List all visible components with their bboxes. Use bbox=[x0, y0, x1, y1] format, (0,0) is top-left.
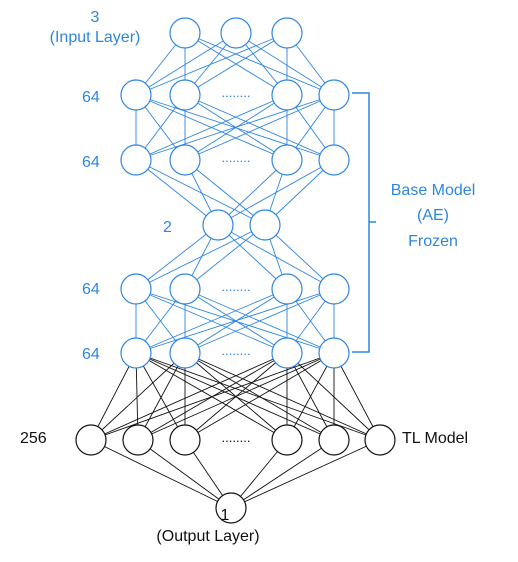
decoder-layer2-size: 64 bbox=[82, 346, 100, 363]
tl-connection bbox=[333, 352, 381, 441]
base-connection bbox=[135, 32, 288, 96]
input-layer-node-2 bbox=[220, 17, 252, 49]
tl-connection bbox=[286, 352, 335, 441]
base-connection bbox=[184, 224, 266, 290]
neuron-nodes bbox=[75, 17, 396, 524]
decoder1-layer-node-1 bbox=[120, 273, 152, 305]
base-connection bbox=[235, 32, 335, 96]
tl-layer-node-4 bbox=[271, 424, 303, 456]
base-connection bbox=[264, 224, 335, 290]
tl-connection bbox=[135, 352, 186, 441]
tl-connection bbox=[137, 352, 186, 441]
latent-layer-node-2 bbox=[249, 209, 281, 241]
encoder1-layer-node-2 bbox=[169, 79, 201, 111]
decoder1-layer-node-2 bbox=[169, 273, 201, 305]
base-connection bbox=[135, 94, 335, 161]
base-connection bbox=[184, 159, 266, 226]
input-layer-node-3 bbox=[271, 17, 303, 49]
latent-layer-size: 2 bbox=[163, 219, 172, 236]
base-connection bbox=[184, 288, 335, 354]
encoder-layer2-size: 64 bbox=[82, 154, 100, 171]
tl-connection bbox=[90, 352, 137, 441]
encoder1-layer-node-4 bbox=[318, 79, 350, 111]
ellipsis-decoder2: ........ bbox=[222, 343, 251, 358]
base-connection bbox=[135, 94, 288, 161]
output-layer-label: (Output Layer) bbox=[156, 528, 260, 545]
ellipsis-encoder2: ........ bbox=[222, 150, 251, 165]
tl-layer-size: 256 bbox=[20, 430, 47, 447]
base-connection bbox=[184, 32, 288, 96]
tl-connection bbox=[184, 352, 335, 441]
base-connection bbox=[184, 32, 335, 96]
tl-connection bbox=[90, 352, 288, 441]
base-model-frozen-label: Frozen bbox=[408, 233, 458, 250]
base-connection bbox=[135, 224, 219, 290]
decoder-layer1-size: 64 bbox=[82, 281, 100, 298]
tl-layer-node-2 bbox=[122, 424, 154, 456]
encoder2-layer-node-3 bbox=[271, 144, 303, 176]
decoder1-layer-node-4 bbox=[318, 273, 350, 305]
ellipsis-marks: ........................................ bbox=[222, 85, 251, 445]
output-layer-size: 1 bbox=[220, 507, 230, 524]
base-model-bracket bbox=[352, 92, 376, 353]
decoder2-layer-node-3 bbox=[271, 337, 303, 369]
tl-connection bbox=[137, 439, 232, 509]
encoder2-layer-node-4 bbox=[318, 144, 350, 176]
base-connection bbox=[217, 224, 288, 290]
base-connection bbox=[135, 288, 288, 354]
base-connection bbox=[135, 32, 237, 96]
latent-layer-node-1 bbox=[202, 209, 234, 241]
tl-connection bbox=[90, 439, 232, 509]
decoder1-layer-node-3 bbox=[271, 273, 303, 305]
ellipsis-decoder1: ........ bbox=[222, 279, 251, 294]
base-connection bbox=[135, 159, 266, 226]
encoder1-layer-node-3 bbox=[271, 79, 303, 111]
tl-layer-node-3 bbox=[169, 424, 201, 456]
base-connection bbox=[264, 159, 335, 226]
base-connection bbox=[217, 159, 335, 226]
decoder2-layer-node-2 bbox=[169, 337, 201, 369]
tl-connection bbox=[230, 439, 335, 509]
output-layer-node-1 bbox=[215, 492, 247, 524]
tl-model-label: TL Model bbox=[402, 430, 469, 447]
encoder2-layer-node-1 bbox=[120, 144, 152, 176]
input-layer-label: (Input Layer) bbox=[49, 29, 141, 46]
tl-connection bbox=[230, 439, 381, 509]
tl-connection bbox=[184, 352, 381, 441]
tl-layer-node-6 bbox=[364, 424, 396, 456]
tl-layer-node-5 bbox=[318, 424, 350, 456]
base-connection bbox=[135, 224, 266, 290]
input-layer-size: 3 bbox=[90, 9, 100, 26]
encoder1-layer-node-1 bbox=[120, 79, 152, 111]
base-model-title: Base Model bbox=[390, 182, 476, 199]
base-model-connections bbox=[135, 32, 335, 354]
tl-connection bbox=[286, 352, 381, 441]
ellipsis-encoder1: ........ bbox=[222, 85, 251, 100]
base-connection bbox=[135, 159, 219, 226]
ellipsis-tl: ........ bbox=[222, 430, 251, 445]
tl-connection bbox=[90, 352, 335, 441]
decoder2-layer-node-4 bbox=[318, 337, 350, 369]
base-connection bbox=[217, 159, 288, 226]
base-connection bbox=[135, 288, 335, 354]
encoder2-layer-node-2 bbox=[169, 144, 201, 176]
tl-layer-node-1 bbox=[75, 424, 107, 456]
encoder-layer1-size: 64 bbox=[82, 89, 100, 106]
base-model-subtitle: (AE) bbox=[417, 207, 449, 224]
decoder2-layer-node-1 bbox=[120, 337, 152, 369]
input-layer-node-1 bbox=[169, 17, 201, 49]
base-connection bbox=[184, 94, 335, 161]
tl-connection bbox=[90, 352, 186, 441]
tl-connection bbox=[137, 352, 335, 441]
